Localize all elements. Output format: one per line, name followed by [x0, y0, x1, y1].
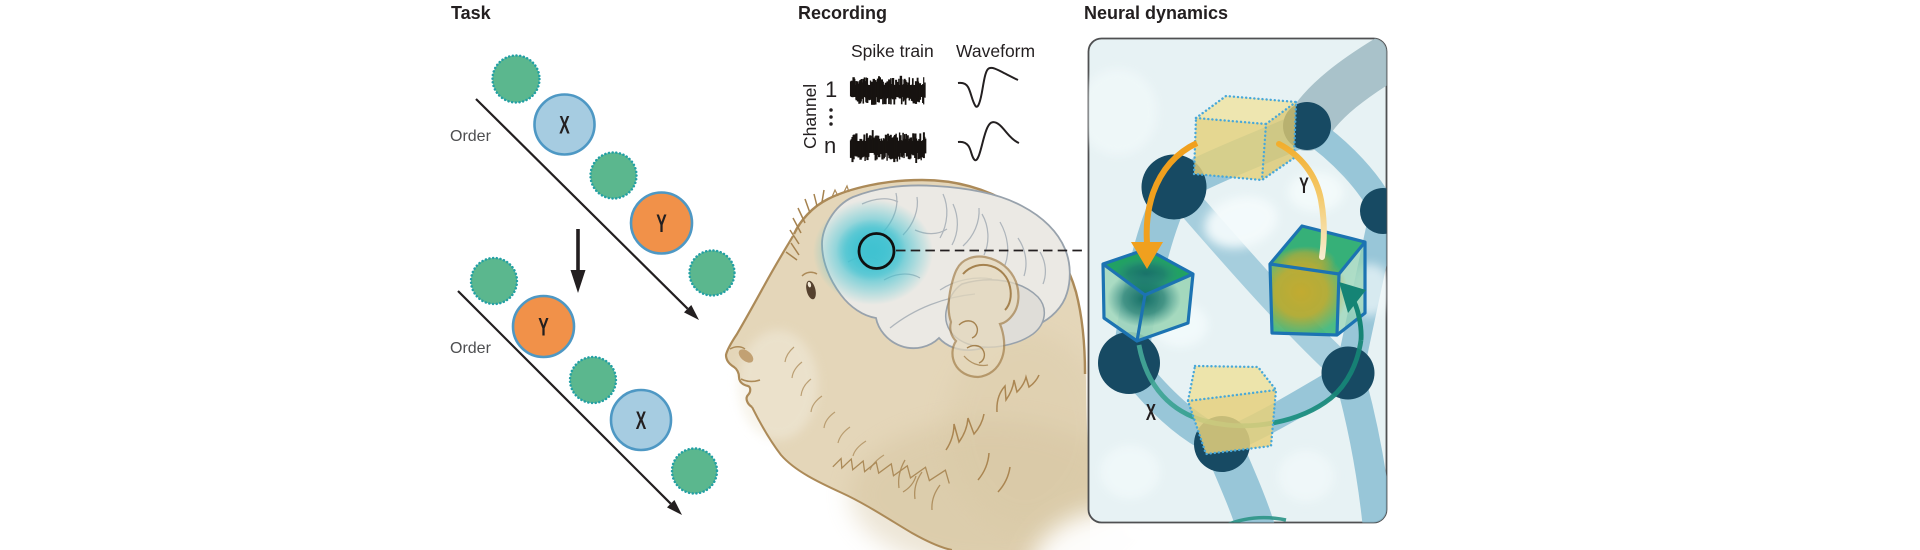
svg-text:Y: Y [1299, 173, 1309, 198]
svg-text:Waveform: Waveform [956, 41, 1035, 61]
svg-text:Channel: Channel [800, 84, 820, 149]
svg-text:X: X [1146, 400, 1156, 426]
svg-text:Y: Y [656, 210, 667, 238]
svg-text:X: X [559, 112, 570, 140]
svg-text:Order: Order [450, 340, 492, 357]
svg-text:Order: Order [450, 128, 492, 145]
svg-text:Spike train: Spike train [851, 41, 934, 61]
svg-text:1: 1 [825, 77, 837, 102]
svg-text:Task: Task [451, 3, 492, 23]
svg-text:X: X [636, 407, 647, 435]
svg-text:Y: Y [538, 314, 549, 342]
svg-text:n: n [824, 133, 836, 158]
svg-text:Recording: Recording [798, 3, 887, 23]
svg-text:Neural dynamics: Neural dynamics [1084, 3, 1228, 23]
